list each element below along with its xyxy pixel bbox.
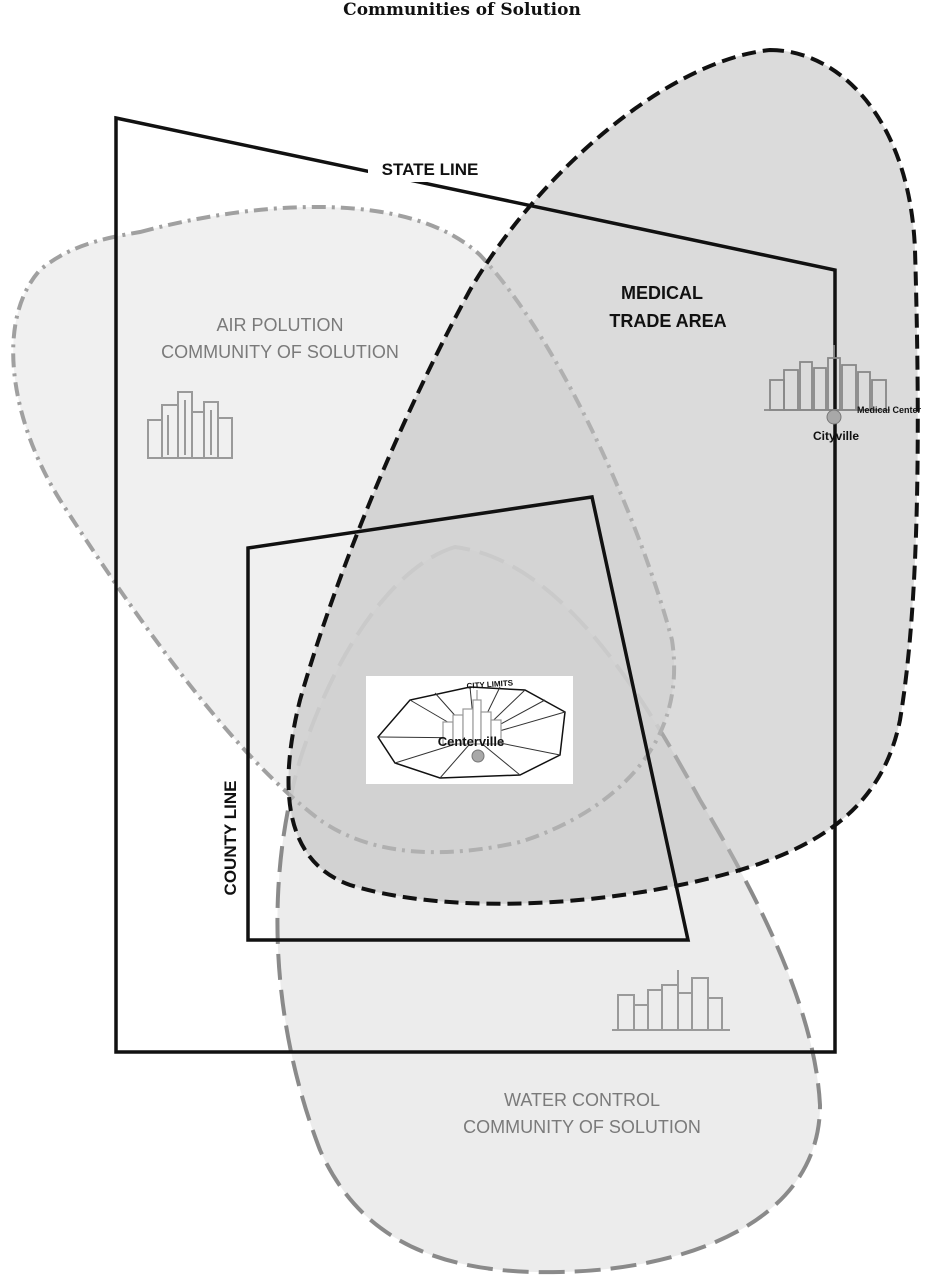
medical-center-label: Medical Center [857, 405, 922, 415]
diagram-title: Communities of Solution [343, 0, 581, 20]
air-label-line1: AIR POLUTION [216, 315, 343, 335]
city-limits-label: CITY LIMITS [466, 678, 514, 690]
medical-center-marker-icon [826, 409, 842, 425]
state-line-label: STATE LINE [382, 160, 479, 179]
county-line-boundary [246, 495, 691, 942]
skyline-icon-cityville [764, 345, 890, 411]
cityville-label: Cityville [813, 429, 859, 443]
centerville-label: Centerville [438, 734, 504, 749]
city-limits-map-icon: CITY LIMITS Centerville [366, 676, 573, 784]
skyline-icon-air [147, 391, 233, 459]
skyline-icon-water [612, 970, 730, 1031]
water-label-line2: COMMUNITY OF SOLUTION [463, 1117, 701, 1137]
medical-label-line1: MEDICAL [621, 283, 703, 303]
state-line-boundary [114, 115, 837, 1054]
county-line-label: COUNTY LINE [221, 781, 240, 896]
medical-label-line2: TRADE AREA [609, 311, 726, 331]
centerville-marker-icon [471, 749, 485, 763]
air-label-line2: COMMUNITY OF SOLUTION [161, 342, 399, 362]
water-label-line1: WATER CONTROL [504, 1090, 660, 1110]
